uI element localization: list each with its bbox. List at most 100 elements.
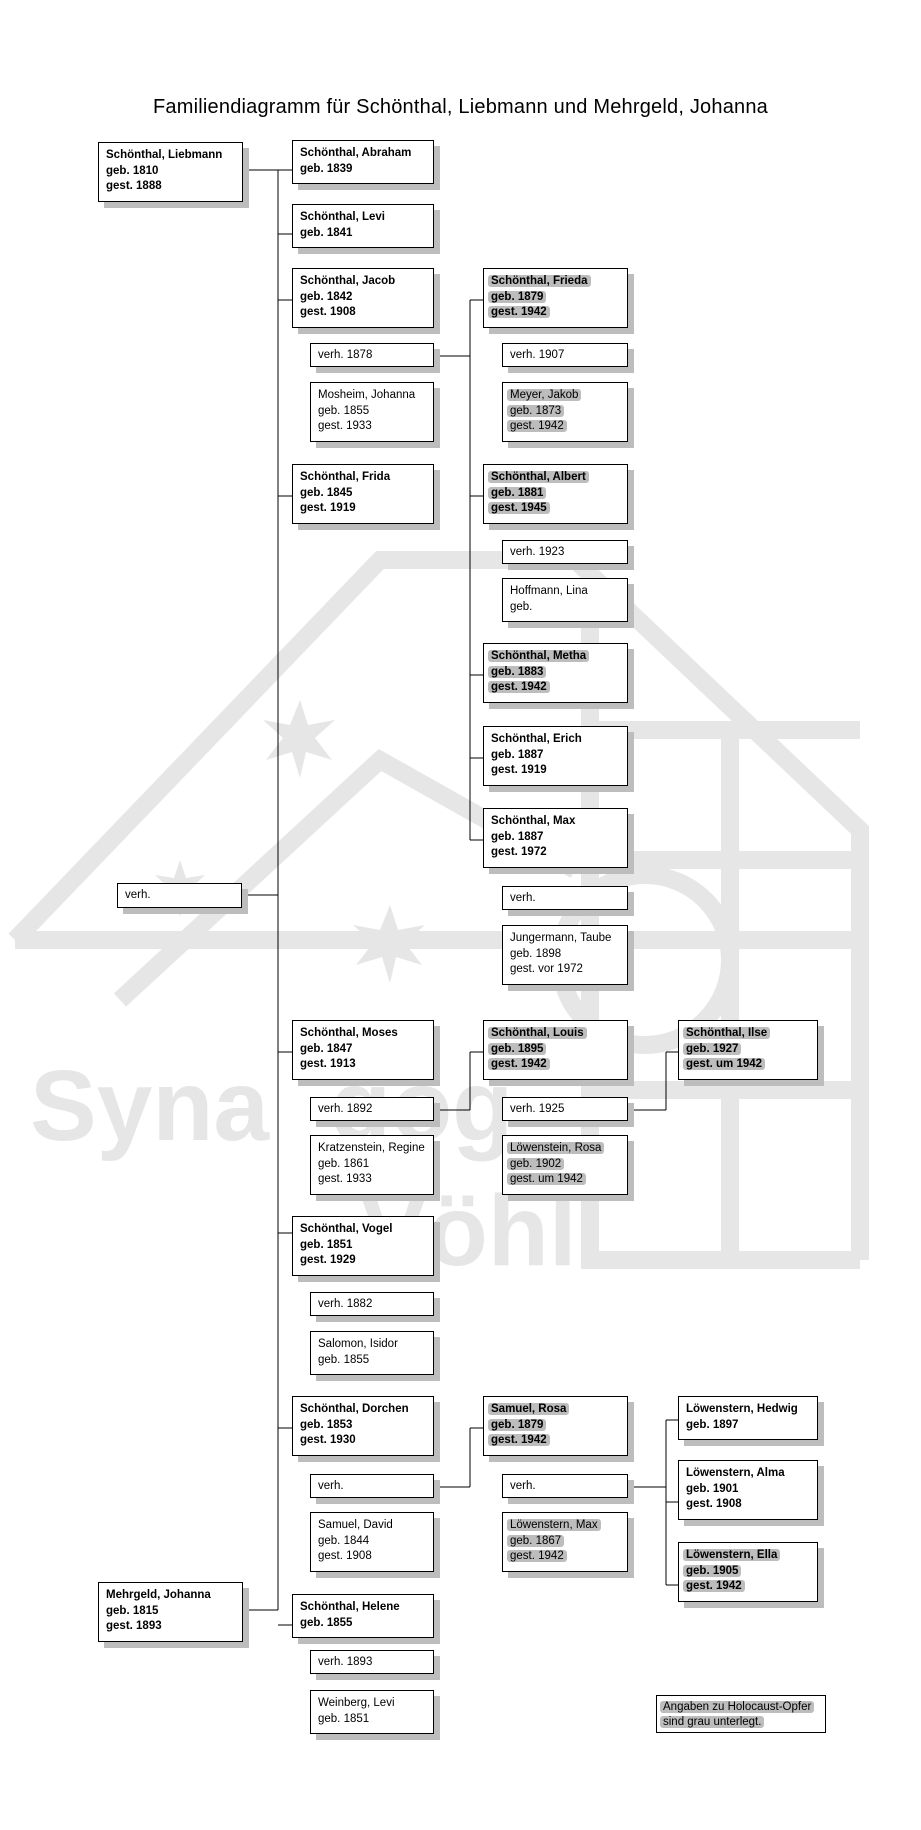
person-born: geb. 1881 <box>488 486 547 499</box>
person-box-helene: Schönthal, Helene geb. 1855 <box>292 1594 434 1638</box>
legend-line-1: Angaben zu Holocaust-Opfer <box>660 1701 815 1713</box>
person-born: geb. 1879 <box>488 290 547 303</box>
spouse-name: Samuel, David <box>318 1519 393 1531</box>
spouse-box-jacob: Mosheim, Johanna geb. 1855 gest. 1933 <box>310 382 434 442</box>
marriage-box-max: verh. <box>502 886 628 910</box>
spouse-name: Meyer, Jakob <box>507 389 582 401</box>
spouse-born: geb. 1855 <box>318 1353 370 1366</box>
marriage-box-parents: verh. <box>117 883 242 908</box>
person-died: gest. 1908 <box>686 1498 742 1510</box>
person-died: gest. um 1942 <box>683 1058 766 1070</box>
spouse-born: geb. 1851 <box>318 1712 370 1725</box>
person-name: Schönthal, Louis <box>488 1027 587 1039</box>
person-name: Schönthal, Liebmann <box>106 149 223 161</box>
person-box-erich: Schönthal, Erich geb. 1887 gest. 1919 <box>483 726 628 786</box>
person-name: Schönthal, Levi <box>300 211 385 223</box>
person-died: gest. 1888 <box>106 180 162 192</box>
spouse-name: Salomon, Isidor <box>318 1338 398 1350</box>
person-name: Schönthal, Frieda <box>488 275 591 287</box>
spouse-box-max: Jungermann, Taube geb. 1898 gest. vor 19… <box>502 925 628 985</box>
marriage-label: verh. 1907 <box>510 349 565 361</box>
marriage-box-moses: verh. 1892 <box>310 1097 434 1121</box>
spouse-box-helene: Weinberg, Levi geb. 1851 <box>310 1690 434 1734</box>
marriage-box-louis: verh. 1925 <box>502 1097 628 1121</box>
person-name: Mehrgeld, Johanna <box>106 1589 211 1601</box>
spouse-box-moses: Kratzenstein, Regine geb. 1861 gest. 193… <box>310 1135 434 1195</box>
person-name: Löwenstern, Ella <box>683 1549 781 1561</box>
spouse-died: gest. 1942 <box>507 1550 567 1562</box>
marriage-label: verh. 1923 <box>510 546 565 558</box>
person-box-frieda: Schönthal, Frieda geb. 1879 gest. 1942 <box>483 268 628 328</box>
person-born: geb. 1887 <box>491 748 544 761</box>
person-born: geb. 1887 <box>491 830 544 843</box>
person-box-rosa: Samuel, Rosa geb. 1879 gest. 1942 <box>483 1396 628 1456</box>
person-died: gest. 1942 <box>488 306 550 318</box>
spouse-died: gest. 1908 <box>318 1550 372 1562</box>
marriage-label: verh. 1925 <box>510 1103 565 1115</box>
person-died: gest. 1942 <box>488 1058 550 1070</box>
person-died: gest. 1913 <box>300 1058 356 1070</box>
person-name: Schönthal, Max <box>491 815 576 827</box>
marriage-label: verh. 1882 <box>318 1298 373 1310</box>
marriage-box-rosa: verh. <box>502 1474 628 1498</box>
spouse-born: geb. 1867 <box>507 1534 565 1547</box>
person-born: geb. 1927 <box>683 1042 742 1055</box>
person-died: gest. 1908 <box>300 306 356 318</box>
person-box-jacob: Schönthal, Jacob geb. 1842 gest. 1908 <box>292 268 434 328</box>
spouse-box-albert: Hoffmann, Lina geb. <box>502 578 628 622</box>
spouse-name: Mosheim, Johanna <box>318 389 416 401</box>
spouse-died: gest. 1933 <box>318 420 372 432</box>
person-born: geb. 1845 <box>300 486 353 499</box>
spouse-name: Jungermann, Taube <box>510 932 612 944</box>
person-name: Samuel, Rosa <box>488 1403 570 1415</box>
person-name: Schönthal, Erich <box>491 733 582 745</box>
spouse-box-rosa: Löwenstern, Max geb. 1867 gest. 1942 <box>502 1512 628 1572</box>
marriage-box-helene: verh. 1893 <box>310 1650 434 1674</box>
person-name: Schönthal, Moses <box>300 1027 398 1039</box>
person-born: geb. 1842 <box>300 290 353 303</box>
person-born: geb. 1853 <box>300 1418 353 1431</box>
person-box-abraham: Schönthal, Abraham geb. 1839 <box>292 140 434 184</box>
spouse-died: gest. vor 1972 <box>510 963 583 975</box>
spouse-born: geb. 1898 <box>510 947 562 960</box>
holocaust-legend-note: Angaben zu Holocaust-Opfer sind grau unt… <box>656 1695 826 1733</box>
person-box-metha: Schönthal, Metha geb. 1883 gest. 1942 <box>483 643 628 703</box>
marriage-box-dorchen: verh. <box>310 1474 434 1498</box>
person-died: gest. 1972 <box>491 846 547 858</box>
person-name: Löwenstern, Alma <box>686 1467 785 1479</box>
marriage-label: verh. 1878 <box>318 349 373 361</box>
legend-line-2: sind grau unterlegt. <box>660 1716 765 1728</box>
person-died: gest. 1942 <box>488 681 550 693</box>
person-box-frida: Schönthal, Frida geb. 1845 gest. 1919 <box>292 464 434 524</box>
marriage-box-albert: verh. 1923 <box>502 540 628 564</box>
person-name: Schönthal, Dorchen <box>300 1403 409 1415</box>
person-name: Löwenstern, Hedwig <box>686 1403 798 1415</box>
person-born: geb. 1839 <box>300 162 353 175</box>
person-box-albert: Schönthal, Albert geb. 1881 gest. 1945 <box>483 464 628 524</box>
person-box-levi: Schönthal, Levi geb. 1841 <box>292 204 434 248</box>
marriage-label: verh. <box>510 892 536 904</box>
spouse-died: gest. um 1942 <box>507 1173 586 1185</box>
marriage-label: verh. <box>510 1480 536 1492</box>
person-box-ilse: Schönthal, Ilse geb. 1927 gest. um 1942 <box>678 1020 818 1080</box>
marriage-label: verh. 1892 <box>318 1103 373 1115</box>
person-box-max: Schönthal, Max geb. 1887 gest. 1972 <box>483 808 628 868</box>
person-name: Schönthal, Ilse <box>683 1027 771 1039</box>
spouse-born: geb. 1861 <box>318 1157 370 1170</box>
person-box-hedwig: Löwenstern, Hedwig geb. 1897 <box>678 1396 818 1440</box>
person-born: geb. 1883 <box>488 665 547 678</box>
person-died: gest. 1942 <box>488 1434 550 1446</box>
spouse-box-frieda: Meyer, Jakob geb. 1873 gest. 1942 <box>502 382 628 442</box>
person-box-vogel: Schönthal, Vogel geb. 1851 gest. 1929 <box>292 1216 434 1276</box>
page-title: Familiendiagramm für Schönthal, Liebmann… <box>153 96 768 118</box>
marriage-label: verh. <box>125 889 151 901</box>
person-box-alma: Löwenstern, Alma geb. 1901 gest. 1908 <box>678 1460 818 1520</box>
person-name: Schönthal, Helene <box>300 1601 400 1613</box>
spouse-died: gest. 1933 <box>318 1173 372 1185</box>
person-born: geb. 1815 <box>106 1604 159 1617</box>
person-name: Schönthal, Vogel <box>300 1223 393 1235</box>
spouse-name: Kratzenstein, Regine <box>318 1142 425 1154</box>
spouse-name: Hoffmann, Lina <box>510 585 588 597</box>
person-name: Schönthal, Albert <box>488 471 589 483</box>
